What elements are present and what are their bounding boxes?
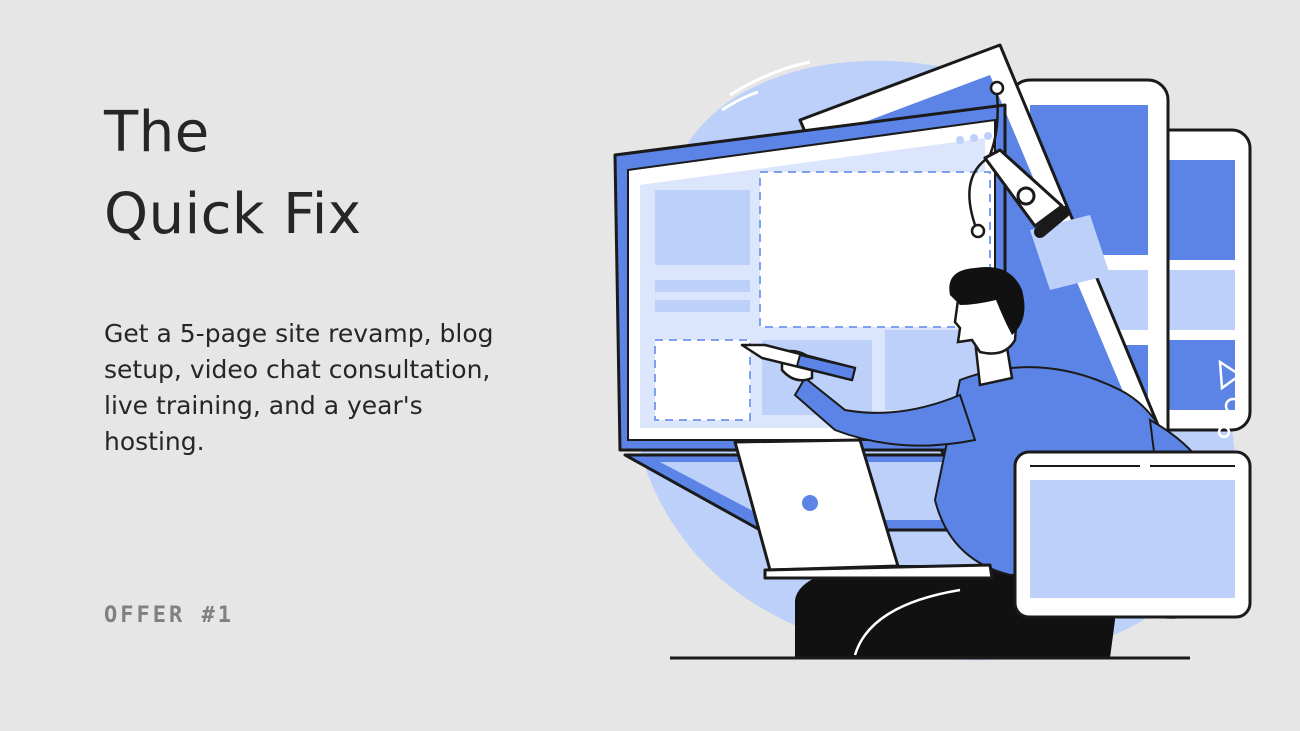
pencil-icon xyxy=(740,343,857,382)
pen-tool-icon xyxy=(968,80,1070,239)
title-line-2: Quick Fix xyxy=(104,182,362,247)
offer-description: Get a 5-page site revamp, blog setup, vi… xyxy=(104,319,494,456)
triangle-shape xyxy=(1218,359,1243,391)
monitor-icon xyxy=(613,103,1007,532)
title-line-1: The xyxy=(104,100,210,165)
offer-label: OFFER #1 xyxy=(104,603,234,628)
web-design-illustration xyxy=(613,43,1252,660)
circle-shape xyxy=(1224,397,1242,415)
page-title: The Quick Fix xyxy=(104,92,361,256)
tablet-icon xyxy=(1013,450,1252,619)
laptop-icon xyxy=(733,438,994,580)
